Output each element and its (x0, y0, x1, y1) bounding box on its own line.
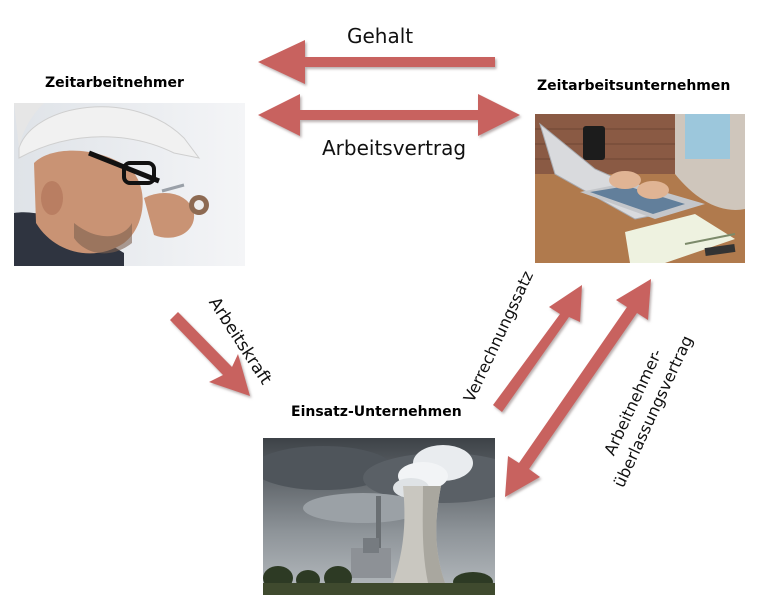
employment-contract-label: Arbeitsvertrag (322, 136, 467, 160)
worker-title: Zeitarbeitnehmer (45, 75, 184, 91)
agency-title: Zeitarbeitsunternehmen (537, 78, 731, 94)
agency-photo (535, 114, 745, 263)
client-photo (263, 438, 495, 595)
worker-photo (14, 103, 245, 266)
client-title: Einsatz-Unternehmen (291, 404, 462, 420)
leasing-contract-arrow (505, 279, 651, 497)
salary-label: Gehalt (347, 24, 414, 48)
billing-rate-arrow (493, 285, 582, 412)
employment-contract-arrow (258, 94, 520, 136)
labor-arrow (170, 312, 250, 396)
salary-arrow (258, 40, 495, 84)
